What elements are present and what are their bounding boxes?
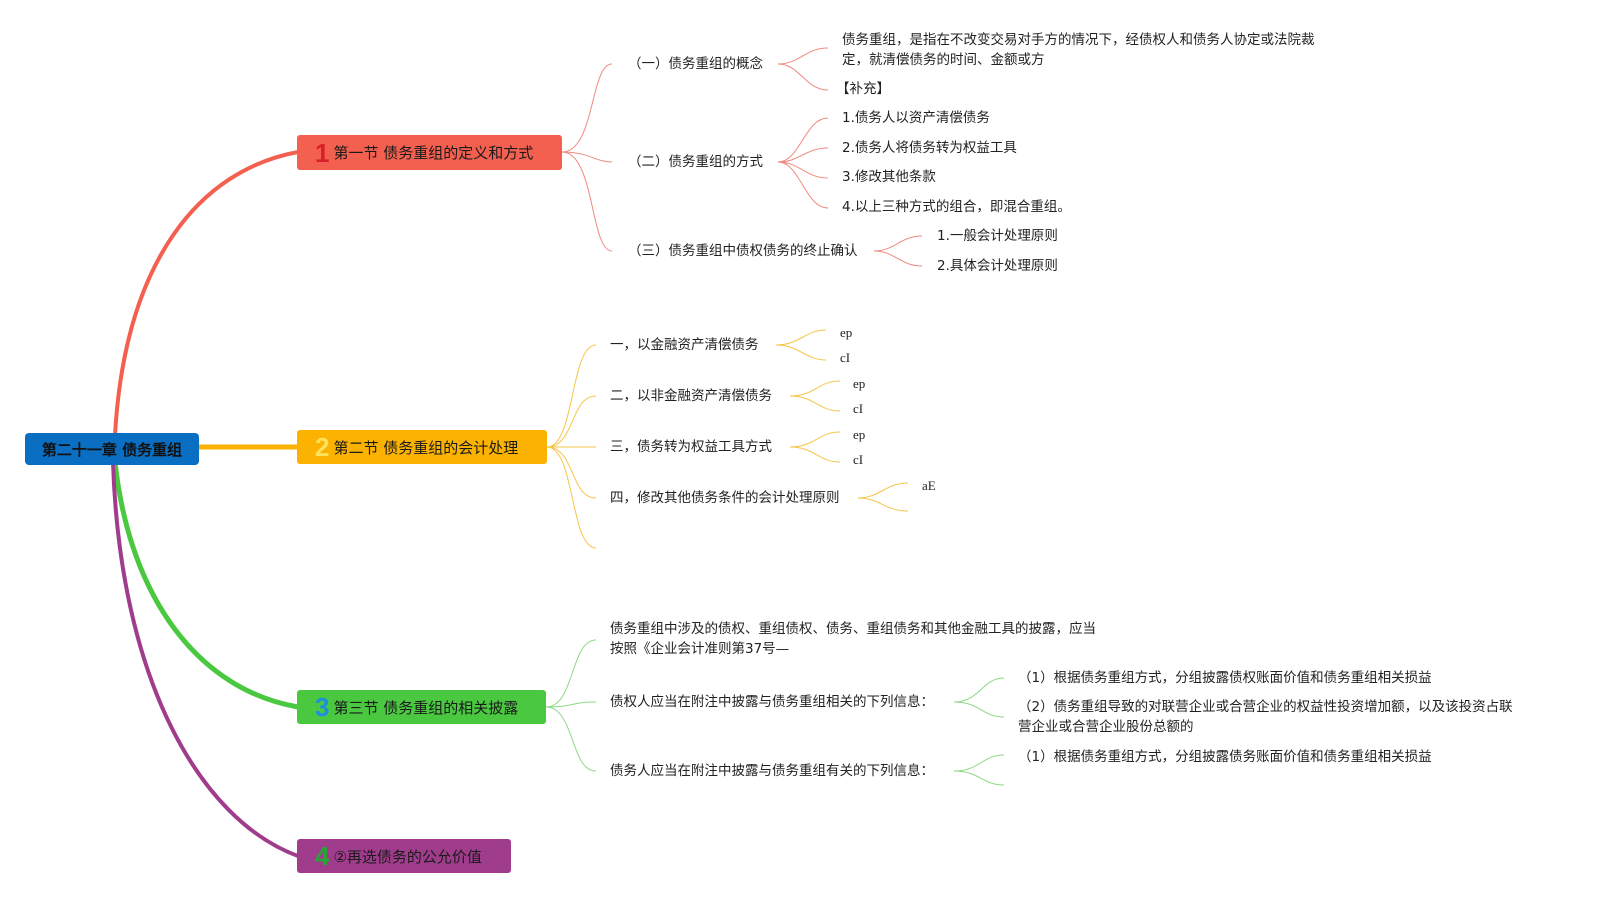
topic-node[interactable]: 债务重组中涉及的债权、重组债权、债务、重组债务和其他金融工具的披露，应当按照《企… bbox=[610, 621, 1096, 657]
leaf-node[interactable]: （2）债务重组导致的对联营企业或合营企业的权益性投资增加额，以及该投资占联营企业… bbox=[1018, 699, 1513, 735]
number-badge-icon: 3 bbox=[315, 692, 330, 722]
section-label: 第三节 债务重组的相关披露 bbox=[333, 698, 519, 717]
topic-node[interactable]: 债权人应当在附注中披露与债务重组相关的下列信息： bbox=[610, 694, 934, 710]
topic-node[interactable]: （三）债务重组中债权债务的终止确认 bbox=[628, 243, 858, 259]
leaf-node[interactable]: ep bbox=[840, 325, 853, 340]
leaf-node[interactable]: 4.以上三种方式的组合，即混合重组。 bbox=[842, 199, 1071, 215]
topic-node[interactable]: 二，以非金融资产清偿债务 bbox=[610, 388, 772, 404]
topic-node[interactable]: 债务人应当在附注中披露与债务重组有关的下列信息： bbox=[610, 763, 934, 779]
leaf-node[interactable]: 2.债务人将债务转为权益工具 bbox=[842, 140, 1017, 156]
section-1-node[interactable]: 1 第一节 债务重组的定义和方式 bbox=[297, 135, 562, 170]
number-badge-icon: 1 bbox=[315, 137, 330, 168]
leaf-node[interactable]: 1.一般会计处理原则 bbox=[937, 228, 1058, 244]
leaf-node[interactable]: cI bbox=[853, 452, 864, 467]
topic-node[interactable]: （二）债务重组的方式 bbox=[628, 154, 763, 170]
section-label: 第二节 债务重组的会计处理 bbox=[333, 438, 519, 457]
leaf-node[interactable]: cI bbox=[853, 401, 864, 416]
root-label: 第二十一章 债务重组 bbox=[41, 440, 183, 459]
topic-node[interactable]: 三，债务转为权益工具方式 bbox=[610, 439, 772, 455]
section-label: 第一节 债务重组的定义和方式 bbox=[333, 144, 534, 162]
leaf-node[interactable]: cI bbox=[840, 350, 851, 365]
leaf-node[interactable]: （1）根据债务重组方式，分组披露债务账面价值和债务重组相关损益 bbox=[1018, 749, 1432, 765]
leaf-node[interactable]: ep bbox=[853, 427, 866, 442]
leaf-node[interactable]: 【补充】 bbox=[836, 81, 890, 97]
leaf-node[interactable]: 1.债务人以资产清偿债务 bbox=[842, 110, 990, 126]
leaf-node[interactable]: ep bbox=[853, 376, 866, 391]
number-badge-icon: 2 bbox=[315, 432, 330, 462]
leaf-node[interactable]: 债务重组，是指在不改变交易对手方的情况下，经债权人和债务人协定或法院裁定，就清偿… bbox=[842, 32, 1315, 68]
section-label: ②再选债务的公允价值 bbox=[333, 847, 482, 866]
leaf-node[interactable]: 2.具体会计处理原则 bbox=[937, 258, 1058, 274]
leaf-node[interactable]: （1）根据债务重组方式，分组披露债权账面价值和债务重组相关损益 bbox=[1018, 670, 1432, 686]
leaf-node[interactable]: aE bbox=[922, 478, 936, 493]
number-badge-icon: 4 bbox=[315, 841, 330, 871]
topic-node[interactable]: 四，修改其他债务条件的会计处理原则 bbox=[610, 490, 840, 506]
root-node[interactable]: 第二十一章 债务重组 bbox=[25, 433, 199, 465]
section-3-node[interactable]: 3 第三节 债务重组的相关披露 bbox=[297, 690, 546, 724]
section-2-node[interactable]: 2 第二节 债务重组的会计处理 bbox=[297, 430, 547, 464]
section-4-node[interactable]: 4 ②再选债务的公允价值 bbox=[297, 839, 511, 873]
topic-node[interactable]: （一）债务重组的概念 bbox=[628, 56, 763, 72]
leaf-node[interactable]: 3.修改其他条款 bbox=[842, 169, 936, 185]
topic-node[interactable]: 一，以金融资产清偿债务 bbox=[610, 337, 759, 353]
